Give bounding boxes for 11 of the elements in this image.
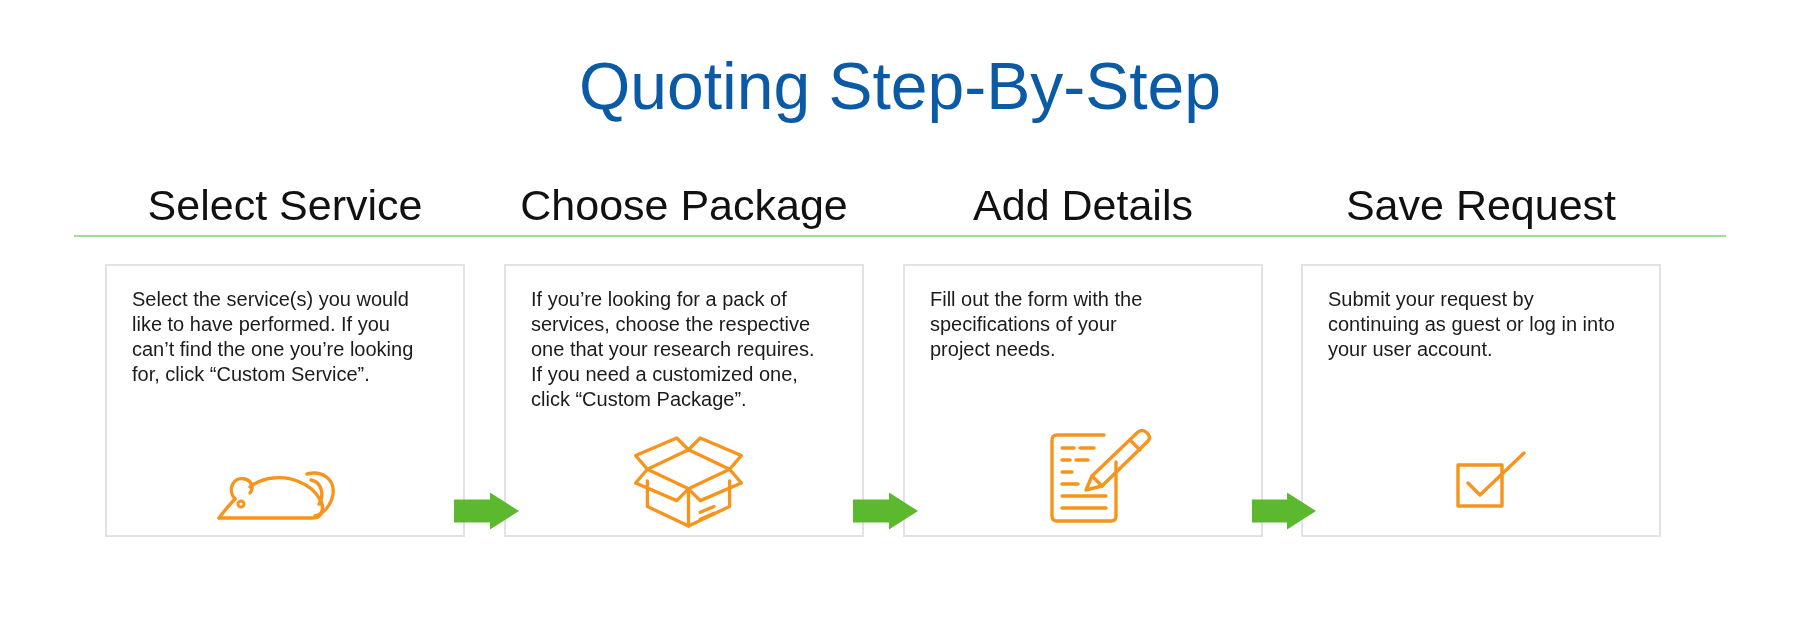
step-description: If you’re looking for a pack of services, choose the respective one that your research requires. If you need a customized one, click “Custom Package”. — [531, 287, 816, 412]
arrow — [853, 492, 918, 530]
step-heading: Save Request — [1345, 180, 1617, 230]
arrow — [1252, 492, 1316, 530]
step-description: Fill out the form with the specifications of your project needs. — [930, 287, 1144, 362]
arrow — [454, 492, 519, 530]
step-description: Submit your request by continuing as guest or log in into your user account. — [1328, 287, 1616, 362]
step-description: Select the service(s) you would like to have performed. If you can’t find the one you’re looking for, click “Custom Service”. — [132, 287, 415, 387]
step-heading: Choose Package — [520, 180, 848, 230]
step-heading: Select Service — [147, 180, 423, 230]
step-heading: Add Details — [973, 180, 1193, 230]
